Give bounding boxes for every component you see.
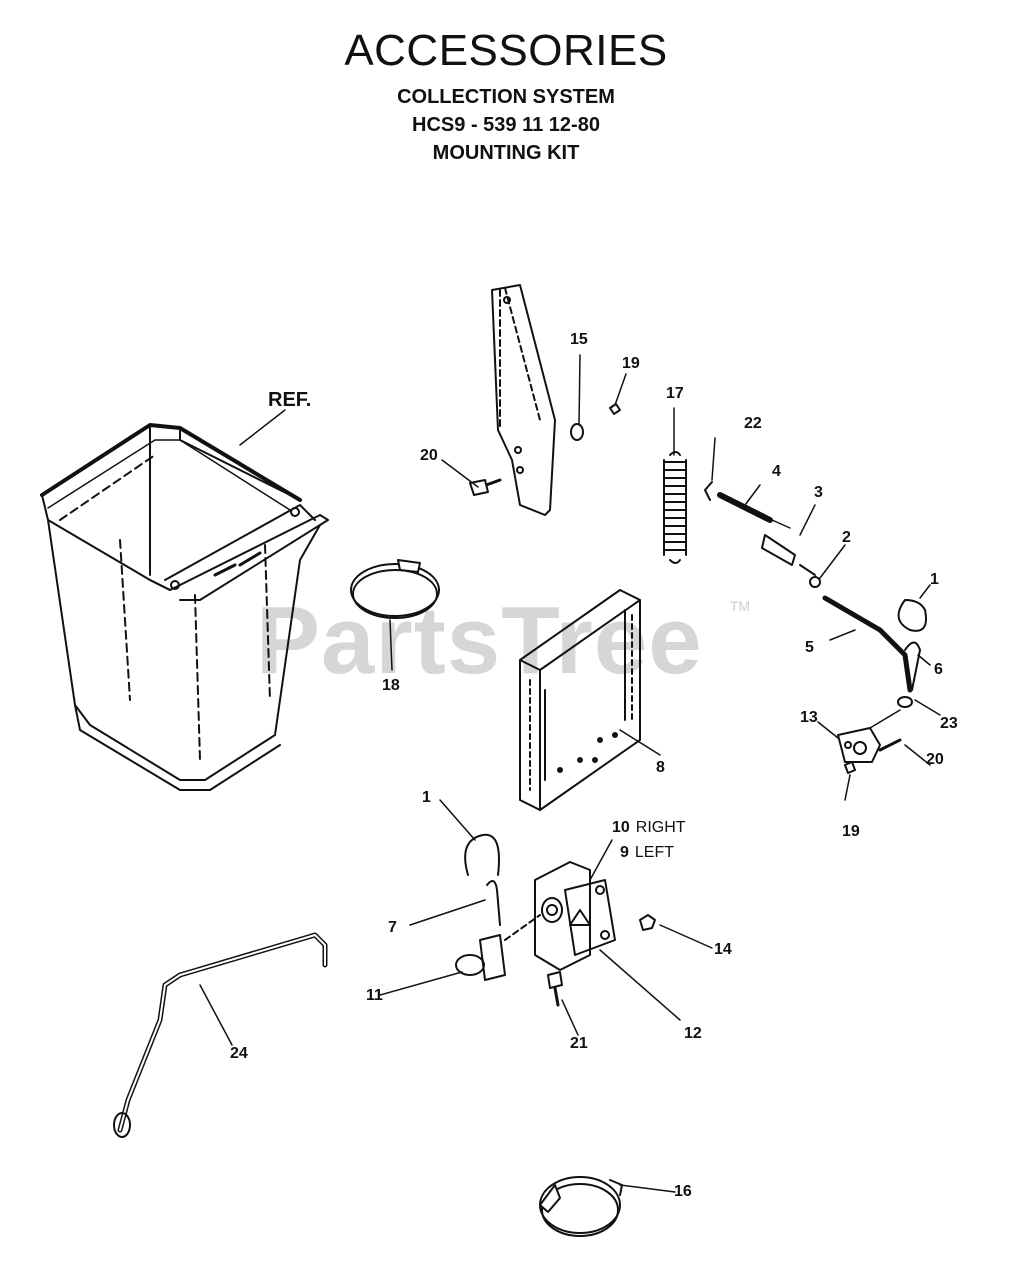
callout-18: 18 (382, 677, 400, 694)
callout-20-top: 20 (420, 447, 438, 464)
callout-9-left: 9 LEFT (620, 845, 674, 861)
lift-rod-assembly (704, 437, 913, 693)
callout-24: 24 (230, 1045, 248, 1062)
lock-pin-11 (379, 914, 541, 996)
hose-clamp-16 (539, 1176, 676, 1237)
callout-1-bottom: 1 (422, 789, 431, 806)
page-title: ACCESSORIES (344, 26, 668, 75)
callout-10-word: RIGHT (635, 819, 686, 836)
subtitle-part-number: HCS9 - 539 11 12-80 (412, 114, 600, 136)
subtitle-mounting-kit: MOUNTING KIT (432, 142, 580, 164)
callout-4: 4 (772, 463, 781, 480)
callout-9-word: LEFT (634, 844, 675, 861)
callout-20-right: 20 (926, 751, 944, 768)
mount-frame-8 (519, 589, 661, 811)
cable-rod-24 (113, 932, 328, 1138)
callout-10: 10 (612, 819, 630, 836)
callout-17: 17 (666, 385, 684, 402)
callout-14: 14 (714, 941, 732, 958)
callout-5: 5 (805, 639, 814, 656)
callout-22: 22 (744, 415, 762, 432)
callout-15: 15 (570, 331, 588, 348)
callout-13: 13 (800, 709, 818, 726)
watermark: PartsTree (256, 587, 703, 694)
callout-21: 21 (570, 1035, 588, 1052)
callout-6: 6 (934, 661, 943, 678)
pivot-plate-13 (817, 709, 901, 763)
callout-10-right: 10 RIGHT (612, 820, 686, 836)
callout-19-bottom: 19 (842, 823, 860, 840)
mounting-bracket-15 (491, 284, 556, 516)
spring-17 (663, 407, 687, 564)
callout-2: 2 (842, 529, 851, 546)
callout-16: 16 (674, 1183, 692, 1200)
collection-bag (40, 423, 329, 791)
hose-clamp-18 (350, 559, 440, 671)
callout-ref: REF. (268, 389, 312, 411)
callout-23: 23 (940, 715, 958, 732)
callout-8: 8 (656, 759, 665, 776)
subtitle-collection-system: COLLECTION SYSTEM (397, 86, 615, 108)
hinge-bracket-9-10 (534, 839, 681, 1021)
callout-19-top: 19 (622, 355, 640, 372)
callout-12: 12 (684, 1025, 702, 1042)
callout-7: 7 (388, 919, 397, 936)
callout-9: 9 (620, 844, 629, 861)
watermark-trademark: TM (730, 598, 751, 614)
callout-3: 3 (814, 484, 823, 501)
callout-1-top: 1 (930, 571, 939, 588)
callout-11: 11 (366, 987, 383, 1004)
